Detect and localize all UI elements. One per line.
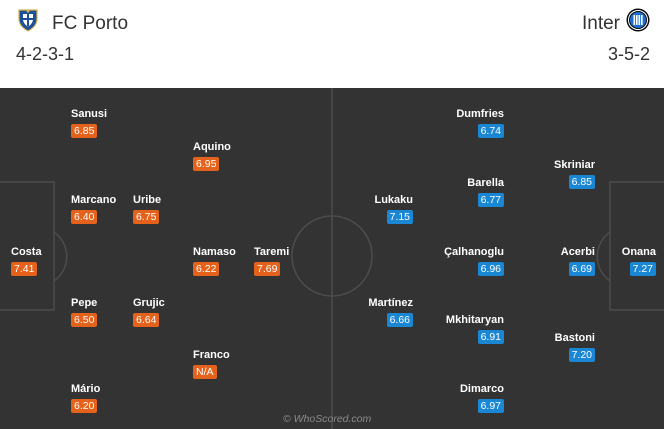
player-rating: 6.95 <box>193 157 220 171</box>
player-rating: N/A <box>193 365 217 379</box>
player-rating: 7.15 <box>386 210 413 224</box>
player-name: Marcano <box>71 194 117 206</box>
home-formation: 4-2-3-1 <box>16 44 75 64</box>
player-rating: 7.27 <box>629 262 656 276</box>
player-rating: 6.85 <box>71 124 98 138</box>
player-name: Barella <box>467 177 504 189</box>
player-rating: 6.74 <box>477 124 504 138</box>
player-rating: 6.22 <box>193 262 220 276</box>
player-rating: 6.64 <box>133 313 160 327</box>
player-rating: 6.69 <box>568 262 595 276</box>
player-name: Pepe <box>71 297 98 309</box>
match-header: FC Porto 4-2-3-1 Inter 3-5-2 <box>0 0 664 82</box>
player-name: Dimarco <box>459 383 504 395</box>
player-name: Lukaku <box>374 194 413 206</box>
away-team-name[interactable]: Inter <box>581 13 620 34</box>
pitch: Sanusi 6.85 Aquino 6.95 Marcano 6.40 Uri… <box>0 88 664 429</box>
player-rating: 6.91 <box>477 330 504 344</box>
player-name: Onana <box>621 246 656 258</box>
player-name: Martínez <box>368 297 413 309</box>
player-name: Skriniar <box>554 159 595 171</box>
player-name: Çalhanoglu <box>444 246 504 258</box>
player-rating: 6.40 <box>71 210 98 224</box>
player-rating: 6.66 <box>386 313 413 327</box>
player-name: Uribe <box>133 194 162 206</box>
player-name: Acerbi <box>560 246 595 258</box>
inter-crest-icon <box>626 8 650 32</box>
player-rating: 6.50 <box>71 313 98 327</box>
home-team-name[interactable]: FC Porto <box>52 13 129 34</box>
player-name: Taremi <box>254 246 290 258</box>
away-formation: 3-5-2 <box>607 44 650 64</box>
player-name: Costa <box>11 246 42 258</box>
fc-porto-crest-icon <box>16 8 40 32</box>
player-rating: 7.41 <box>11 262 38 276</box>
pitch-markings <box>0 88 664 429</box>
player-name: Grujic <box>133 297 165 309</box>
watermark: © WhoScored.com <box>283 413 372 425</box>
player-name: Aquino <box>193 141 231 153</box>
player-name: Mkhitaryan <box>445 314 504 326</box>
player-rating: 7.20 <box>568 348 595 362</box>
player-name: Sanusi <box>71 108 108 120</box>
player-rating: 6.85 <box>568 175 595 189</box>
player-rating: 6.75 <box>133 210 160 224</box>
player-rating: 6.77 <box>477 193 504 207</box>
player-rating: 7.69 <box>254 262 281 276</box>
player-name: Bastoni <box>554 332 595 344</box>
player-rating: 6.96 <box>477 262 504 276</box>
player-name: Dumfries <box>456 108 504 120</box>
player-name: Mário <box>71 383 101 395</box>
player-rating: 6.97 <box>477 399 504 413</box>
player-name: Namaso <box>193 246 236 258</box>
player-name: Franco <box>193 349 230 361</box>
player-rating: 6.20 <box>71 399 98 413</box>
